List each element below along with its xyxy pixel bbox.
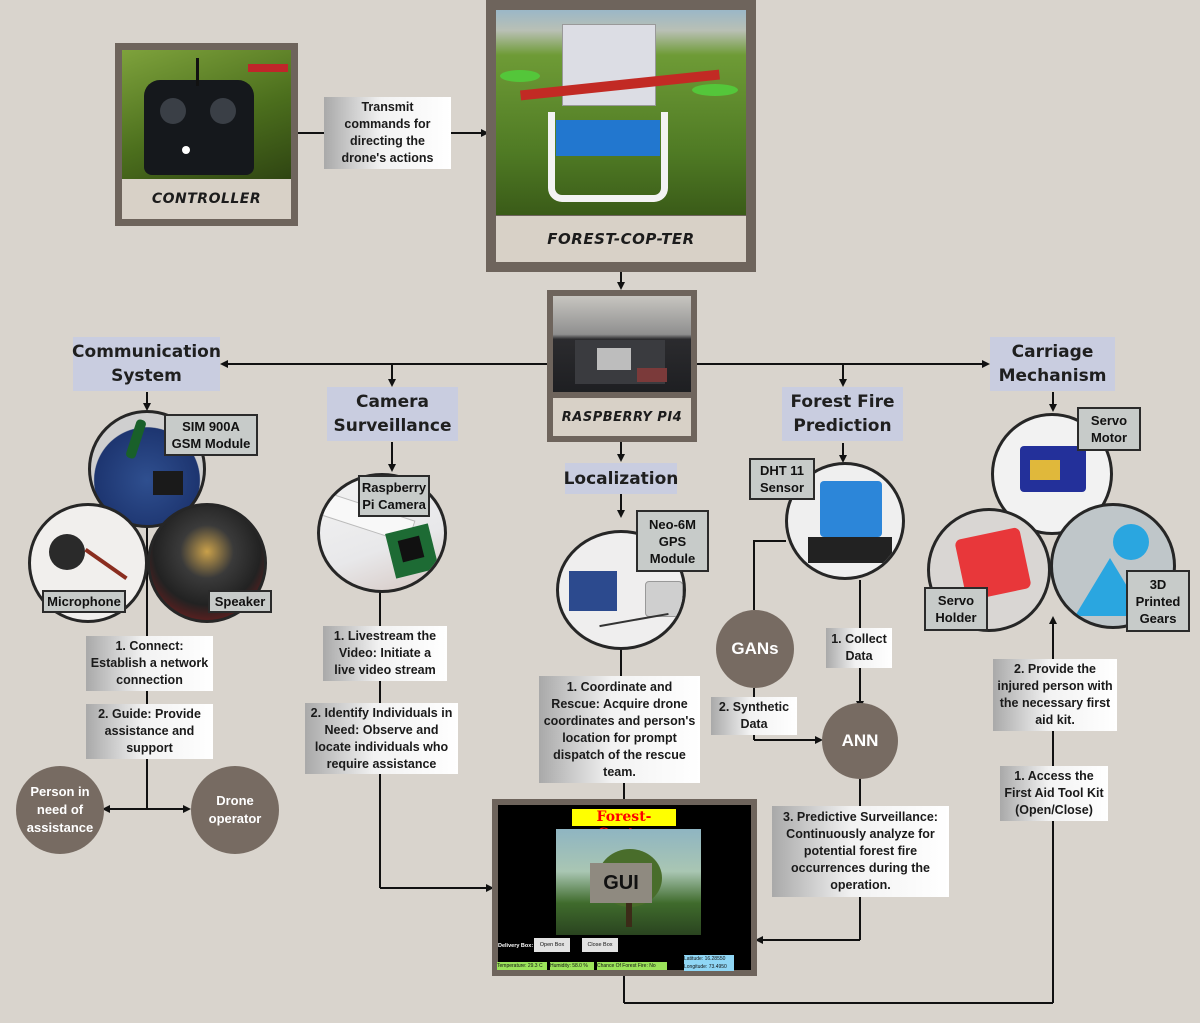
dht11-sensor-tag: DHT 11 Sensor — [749, 458, 815, 500]
collect-data-step: 1. Collect Data — [826, 628, 892, 668]
servo-holder-tag: Servo Holder — [924, 587, 988, 631]
ann-node: ANN — [822, 703, 898, 779]
speaker-tag: Speaker — [208, 590, 272, 613]
close-box-button[interactable]: Close Box — [582, 938, 618, 952]
raspberry-pi-camera-tag: Raspberry Pi Camera — [358, 475, 430, 517]
communication-system-header: Communication System — [72, 337, 221, 391]
access-first-aid-step: 1. Access the First Aid Tool Kit (Open/C… — [1000, 766, 1108, 821]
forest-copter-label: FOREST-COP-TER — [496, 216, 746, 262]
controller-label: CONTROLLER — [122, 179, 291, 219]
gans-node: GANs — [716, 610, 794, 688]
camera-surveillance-header: Camera Surveillance — [327, 387, 458, 441]
forest-fire-prediction-header: Forest Fire Prediction — [782, 387, 903, 441]
provide-first-aid-step: 2. Provide the injured person with the n… — [993, 659, 1117, 731]
raspberry-pi-label: RASPBERRY PI4 — [553, 398, 691, 436]
drone-operator-node: Drone operator — [191, 766, 279, 854]
servo-motor-tag: Servo Motor — [1077, 407, 1141, 451]
forest-fire-chance-readout: Chance Of Forest Fire: No — [597, 962, 667, 970]
livestream-step: 1. Livestream the Video: Initiate a live… — [323, 626, 447, 681]
predictive-surveillance-step: 3. Predictive Surveillance: Continuously… — [772, 806, 949, 897]
printed-gears-tag: 3D Printed Gears — [1126, 570, 1190, 632]
carriage-mechanism-header: Carriage Mechanism — [990, 337, 1115, 391]
coordinate-rescue-step: 1. Coordinate and Rescue: Acquire drone … — [539, 676, 700, 783]
gui-title: Forest-Copter — [572, 809, 676, 842]
humidity-readout: Humidity: 58.0 % — [550, 962, 594, 970]
forest-copter-photo — [496, 10, 746, 215]
forest-copter-card: FOREST-COP-TER — [486, 0, 756, 272]
gsm-module-tag: SIM 900A GSM Module — [164, 414, 258, 456]
delivery-box-label: Delivery Box: — [498, 943, 534, 949]
controller-card: CONTROLLER — [115, 43, 298, 226]
synthetic-data-step: 2. Synthetic Data — [711, 697, 797, 735]
gps-module-tag: Neo-6M GPS Module — [636, 510, 709, 572]
controller-photo — [122, 50, 291, 179]
microphone-tag: Microphone — [42, 590, 126, 613]
connect-step: 1. Connect: Establish a network connecti… — [86, 636, 213, 691]
temperature-readout: Temperature: 29.3 C — [497, 962, 547, 970]
latitude-readout: Latitude: 16.28550 — [684, 955, 734, 963]
identify-individuals-step: 2. Identify Individuals in Need: Observe… — [305, 703, 458, 774]
gui-label: GUI — [590, 863, 652, 903]
raspberry-pi-card: RASPBERRY PI4 — [547, 290, 697, 442]
raspberry-pi-photo — [553, 296, 691, 392]
person-in-need-node: Person in need of assistance — [16, 766, 104, 854]
longitude-readout: Longitude: 73.4950 — [684, 963, 734, 971]
open-box-button[interactable]: Open Box — [534, 938, 570, 952]
localization-header: Localization — [564, 463, 678, 494]
guide-step: 2. Guide: Provide assistance and support — [86, 704, 213, 759]
gui-screen: Forest-Copter GUI Delivery Box: Open Box… — [492, 799, 757, 976]
transmit-commands-label: Transmit commands for directing the dron… — [324, 97, 451, 169]
